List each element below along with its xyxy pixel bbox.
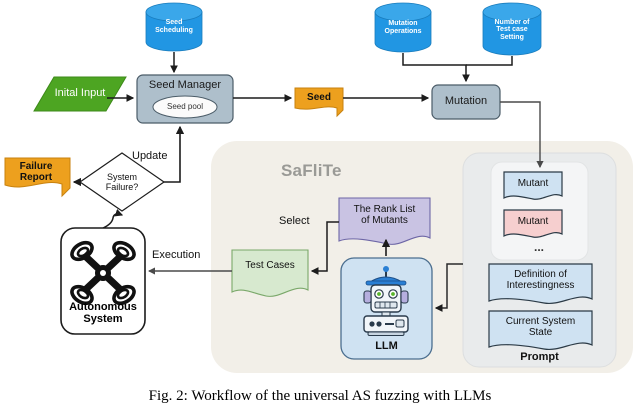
saflite-panel-title: SaFliTe	[281, 161, 342, 180]
definition-of-interestingness-shape	[488, 263, 593, 305]
figure-caption: Fig. 2: Workflow of the universal AS fuz…	[148, 388, 492, 404]
current-system-state-shape	[488, 310, 593, 351]
edge-systemfailure-seedmanager	[164, 125, 185, 183]
edge-label-update: Update	[132, 150, 168, 162]
edge-mutation-prompt	[500, 101, 544, 169]
seed-banner-shape	[294, 87, 344, 118]
edge-testcasesetting-merge	[466, 56, 513, 66]
failure-report-shape	[4, 157, 71, 198]
edge-label-select: Select	[279, 215, 310, 227]
drone-icon	[70, 240, 136, 306]
prompt-panel-label: Prompt	[520, 351, 559, 363]
seed-pool-shape	[152, 95, 218, 119]
mutant-blue-shape	[503, 171, 563, 200]
test-cases-shape	[231, 249, 309, 297]
initial-input-shape	[33, 76, 127, 112]
mutant-ellipsis-label: ...	[534, 240, 545, 254]
mutant-pink-shape	[503, 209, 563, 238]
rank-list-shape	[338, 197, 431, 245]
db-seed-scheduling	[145, 2, 203, 52]
llm-label: LLM	[375, 340, 398, 352]
edge-mutationconfigs-mutation	[402, 53, 470, 83]
edge-label-execution: Execution	[152, 249, 201, 261]
robot-icon	[363, 266, 409, 336]
db-mutation-operations	[374, 2, 432, 53]
mutation-shape	[431, 84, 501, 120]
edge-prompt-llm	[434, 263, 463, 312]
db-number-of-test-case-setting	[482, 2, 542, 56]
edge-autonomoussystem-systemfailure	[102, 209, 124, 229]
edge-ranklist-testcases	[310, 221, 339, 275]
